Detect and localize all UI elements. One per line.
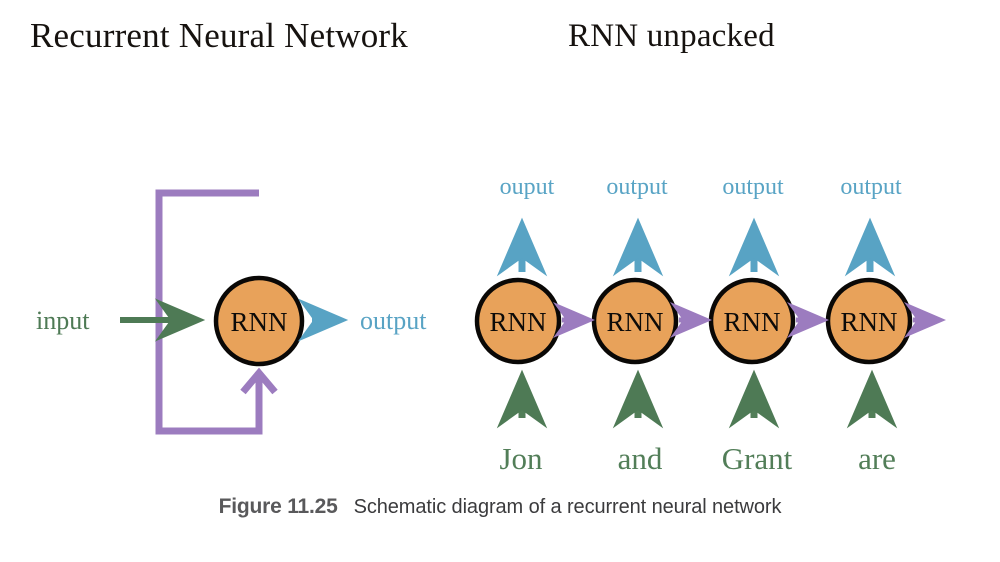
- recurrent-feedback-loop: [155, 189, 263, 435]
- title-recurrent-neural-network: Recurrent Neural Network: [30, 16, 408, 55]
- timestep-2-word-label: and: [618, 441, 663, 476]
- rnn-node-3-label: RNN: [723, 307, 780, 337]
- timestep-2-output-label: output: [606, 174, 668, 200]
- rnn-node-folded-label: RNN: [230, 307, 287, 337]
- rnn-timestep-3: output RNN Grant: [708, 174, 796, 476]
- caption-figure-number: Figure 11.25: [218, 495, 338, 518]
- rnn-node-1-label: RNN: [489, 307, 546, 337]
- input-label: input: [36, 306, 90, 335]
- timestep-1-output-label: ouput: [500, 174, 555, 200]
- timestep-4-word-label: are: [858, 441, 896, 476]
- caption-description: Schematic diagram of a recurrent neural …: [353, 496, 782, 518]
- rnn-node-2-label: RNN: [606, 307, 663, 337]
- output-label: output: [360, 306, 427, 335]
- timestep-4-output-label: output: [840, 174, 902, 200]
- rnn-node-4-label: RNN: [840, 307, 897, 337]
- recurrent-loop-arrowhead: [240, 367, 278, 395]
- timestep-3-word-label: Grant: [722, 441, 793, 476]
- folded-rnn-diagram: input RNN output: [36, 189, 427, 435]
- rnn-timestep-1: ouput RNN Jon: [474, 174, 562, 476]
- timestep-3-output-label: output: [722, 174, 784, 200]
- unpacked-rnn-diagram: ouput RNN Jon output RNN and output: [474, 174, 947, 476]
- rnn-timestep-2: output RNN and: [591, 174, 679, 476]
- figure-caption: Figure 11.25 Schematic diagram of a recur…: [0, 495, 1000, 519]
- rnn-timestep-4: output RNN are: [825, 174, 913, 476]
- timestep-1-word-label: Jon: [499, 441, 543, 476]
- title-rnn-unpacked: RNN unpacked: [568, 18, 775, 54]
